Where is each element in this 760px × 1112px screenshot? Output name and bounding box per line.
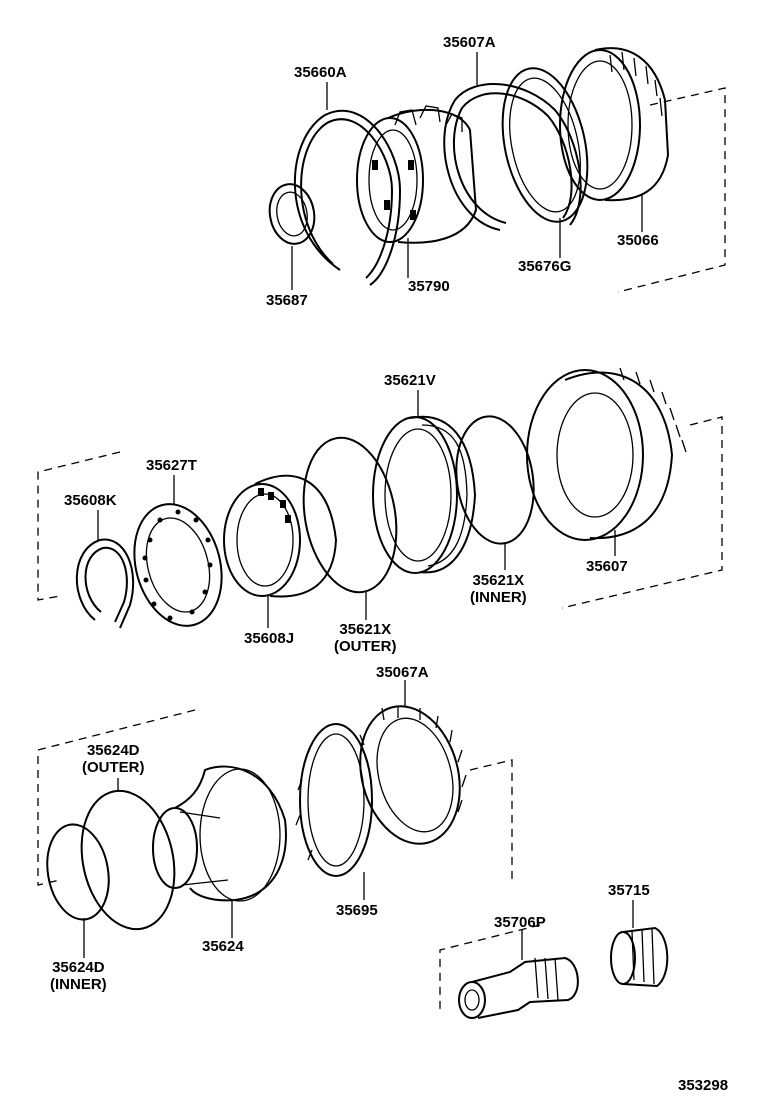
o-ring-35624D-outer <box>80 789 176 931</box>
leader-lines-middle <box>97 390 616 628</box>
part-label-35607A: 35607A <box>443 34 496 51</box>
part-label-35687: 35687 <box>266 292 308 309</box>
part-note-inner-2: (INNER) <box>50 976 107 993</box>
part-label-35706P: 35706P <box>494 914 546 931</box>
o-ring-35624D-inner <box>46 823 110 921</box>
part-number-35621X-outer: 35621X <box>339 621 392 638</box>
diagram-number: 353298 <box>678 1077 729 1094</box>
part-label-35621V: 35621V <box>384 372 436 389</box>
leader-lines-top <box>291 52 643 290</box>
part-label-35695: 35695 <box>336 902 378 919</box>
bearing-35627T <box>133 503 223 627</box>
dashed-outline-top <box>617 87 726 293</box>
thrust-washer-35687 <box>268 183 316 245</box>
piston-35624 <box>152 765 287 902</box>
clutch-hub-35067A <box>359 705 467 845</box>
snap-ring-35608K <box>75 538 135 629</box>
dashed-outline-bottom-left <box>37 709 196 886</box>
piston-35621V <box>372 415 477 574</box>
part-label-35067A: 35067A <box>376 664 429 681</box>
part-number-35624D-inner: 35624D <box>52 959 105 976</box>
drum-35607 <box>526 367 687 541</box>
part-label-35627T: 35627T <box>146 457 197 474</box>
part-label-35066: 35066 <box>617 232 659 249</box>
part-label-35676G: 35676G <box>518 258 572 275</box>
leader-lines-bottom <box>83 680 634 960</box>
disc-35695 <box>295 723 373 877</box>
part-note-inner: (INNER) <box>470 589 527 606</box>
part-number-35621X-inner: 35621X <box>472 572 525 589</box>
part-number-35624D-outer: 35624D <box>86 742 140 759</box>
part-label-35715: 35715 <box>608 882 650 899</box>
part-note-outer-2: (OUTER) <box>82 759 145 776</box>
bushing-35715 <box>610 926 669 988</box>
o-ring-35621X-inner <box>455 415 535 545</box>
clutch-plate-35676G <box>501 67 589 223</box>
dashed-outline-middle-left <box>37 451 121 601</box>
part-label-35608K: 35608K <box>64 492 117 509</box>
part-label-35607: 35607 <box>586 558 628 575</box>
part-label-35608J: 35608J <box>244 630 295 647</box>
sun-gear-35706P <box>458 956 579 1019</box>
part-label-35621X-outer: 35621X (OUTER) <box>334 621 397 655</box>
dashed-outline-bottom-right <box>469 759 513 882</box>
snap-ring-35607A <box>443 83 582 231</box>
part-label-35624D-outer: 35624D (OUTER) <box>82 742 145 776</box>
part-label-35621X-inner: 35621X (INNER) <box>470 572 527 606</box>
piston-35608J <box>223 474 338 598</box>
part-label-35790: 35790 <box>408 278 450 295</box>
one-way-clutch-35790 <box>356 105 478 244</box>
part-note-outer: (OUTER) <box>334 638 397 655</box>
dashed-outline-sun-gear <box>439 924 541 1012</box>
drum-35066 <box>559 47 670 202</box>
part-label-35624: 35624 <box>202 938 244 955</box>
part-label-35660A: 35660A <box>294 64 347 81</box>
part-label-35624D-inner: 35624D (INNER) <box>50 959 107 993</box>
dashed-outline-middle-right <box>561 416 723 609</box>
o-ring-35621X-outer <box>302 436 398 594</box>
snap-ring-35660A <box>293 109 402 286</box>
